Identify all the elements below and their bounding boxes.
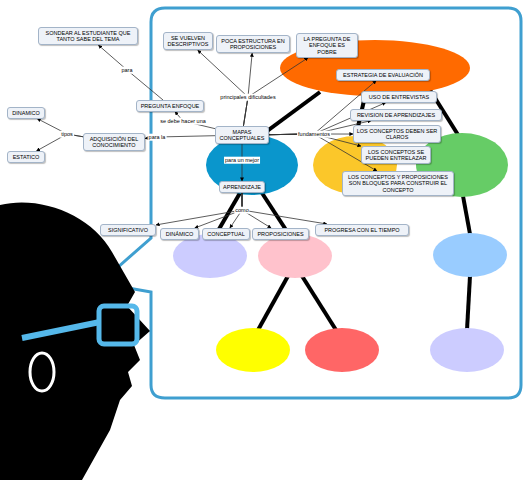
concept-box: PROGRESA CON EL TIEMPO — [315, 224, 409, 236]
linking-phrase: fundamentos — [297, 131, 331, 138]
connector — [242, 193, 327, 224]
linking-phrase: tipos — [60, 131, 74, 138]
concept-box: POCA ESTRUCTURA EN PROPOSICIONES — [216, 35, 290, 53]
decor-link — [467, 276, 470, 330]
concept-text: PREGUNTA ENFOQUE — [139, 103, 201, 110]
concept-box: PREGUNTA ENFOQUE — [136, 100, 204, 112]
linking-phrase: se debe hacer una — [159, 118, 207, 125]
concept-box: ESTRATEGIA DE EVALUACIÓN — [336, 69, 430, 81]
concept-box: DINAMICO — [7, 107, 45, 119]
concept-box: USO DE ENTREVISTAS — [361, 91, 437, 103]
concept-box: DINÁMICO — [160, 228, 199, 240]
connector — [198, 50, 248, 126]
concept-text: DINÁMICO — [163, 231, 196, 238]
concept-text: ADQUISICIÓN DEL CONOCIMIENTO — [86, 136, 142, 149]
connector — [156, 193, 242, 225]
concept-box: LA PREGUNTA DE ENFOQUE ES POBRE — [296, 33, 358, 58]
connector — [98, 45, 163, 100]
glasses-lens — [99, 306, 137, 344]
decor-ellipse — [216, 328, 290, 372]
concept-text: ESTRATEGIA DE EVALUACIÓN — [339, 72, 427, 79]
concept-box: ESTATICO — [7, 151, 45, 163]
linking-phrase: principales dificultades — [219, 94, 276, 101]
concept-text: SONDEAR AL ESTUDIANTE QUE TANTO SABE DEL… — [41, 30, 135, 43]
glasses-arm — [22, 322, 100, 338]
concept-text: LA PREGUNTA DE ENFOQUE ES POBRE — [299, 36, 355, 56]
decor-ellipse — [258, 234, 332, 278]
concept-box: SONDEAR AL ESTUDIANTE QUE TANTO SABE DEL… — [38, 27, 138, 45]
concept-box: REVISION DE APRENDIZAJES — [350, 109, 442, 121]
concept-text: DINAMICO — [10, 110, 42, 117]
concept-text: SIGNIFICATIVO — [103, 227, 153, 234]
concept-text: CONCEPTUAL — [205, 231, 247, 238]
concept-text: PROPOSICIONES — [255, 231, 306, 238]
decor-ellipse — [430, 328, 504, 372]
linking-phrase: como — [234, 207, 249, 214]
concept-box: ADQUISICIÓN DEL CONOCIMIENTO — [83, 133, 145, 151]
linking-phrase: para — [120, 67, 133, 74]
concept-text: MAPAS CONCEPTUALES — [218, 129, 266, 142]
decor-ellipse — [433, 233, 507, 277]
concept-text: SE VUELVEN DESCRIPTIVOS — [166, 35, 210, 48]
decor-links — [215, 90, 470, 330]
speech-bubble — [100, 8, 521, 398]
concept-text: POCA ESTRUCTURA EN PROPOSICIONES — [219, 38, 287, 51]
concept-text: LOS CONCEPTOS Y PROPOSICIONES SON BLOQUE… — [345, 174, 451, 194]
decor-link — [302, 276, 336, 330]
concept-text: USO DE ENTREVISTAS — [364, 94, 434, 101]
concept-text: REVISION DE APRENDIZAJES — [353, 112, 439, 119]
head-silhouette — [0, 202, 150, 480]
decor-ellipse — [173, 234, 247, 278]
concept-text: ESTATICO — [10, 154, 42, 161]
concept-box: SE VUELVEN DESCRIPTIVOS — [163, 32, 213, 50]
concept-box: SIGNIFICATIVO — [100, 224, 156, 236]
ear — [30, 353, 54, 391]
linking-phrase: para la — [148, 134, 167, 141]
linking-phrase: para un mejor — [224, 157, 260, 164]
decor-link — [463, 196, 470, 234]
decor-link — [258, 276, 288, 330]
connector — [243, 53, 252, 126]
concept-box: LOS CONCEPTOS SE PUEDEN ENTRELAZAR — [361, 146, 431, 164]
concept-text: PROGRESA CON EL TIEMPO — [318, 227, 406, 234]
concept-box: LOS CONCEPTOS Y PROPOSICIONES SON BLOQUE… — [342, 171, 454, 196]
concept-box: PROPOSICIONES — [252, 228, 309, 240]
concept-text: LOS CONCEPTOS DEBEN SER CLAROS — [356, 128, 438, 141]
concept-text: APRENDIZAJE — [222, 184, 262, 191]
connector — [37, 119, 83, 137]
concept-box: CONCEPTUAL — [202, 228, 250, 240]
decor-ellipse — [305, 328, 379, 372]
concept-box: MAPAS CONCEPTUALES — [215, 126, 269, 144]
connector — [243, 58, 308, 126]
concept-box: LOS CONCEPTOS DEBEN SER CLAROS — [353, 125, 441, 143]
concept-text: LOS CONCEPTOS SE PUEDEN ENTRELAZAR — [364, 149, 428, 162]
concept-box: APRENDIZAJE — [219, 181, 265, 193]
